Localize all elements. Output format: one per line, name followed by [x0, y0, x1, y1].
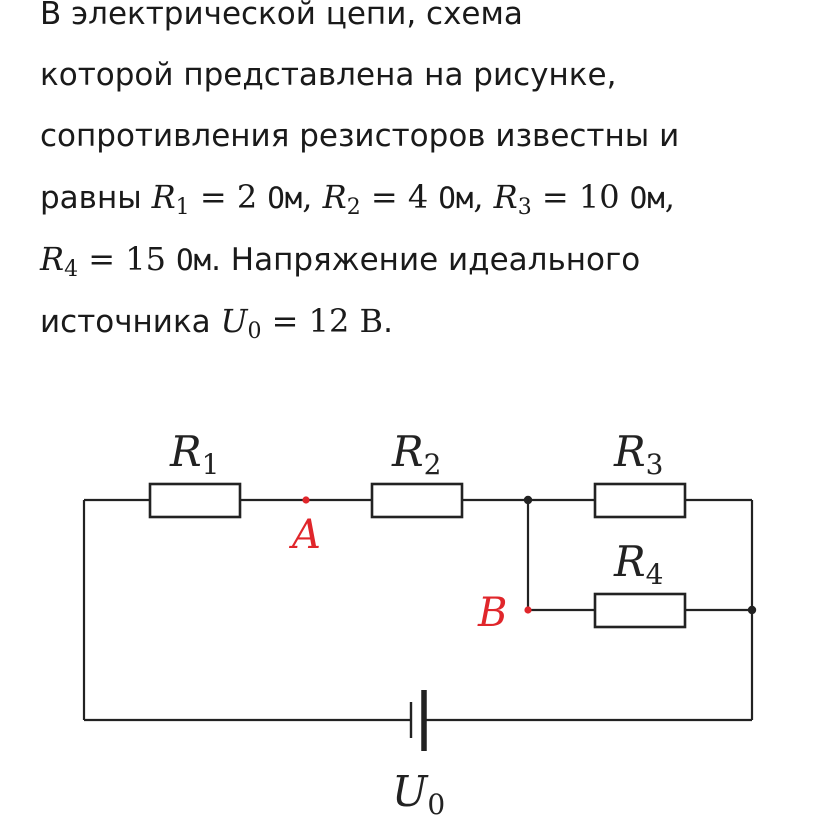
resistor-r2 — [370, 482, 464, 519]
problem-line-2: которой представлена на рисунке, — [40, 57, 617, 93]
label-point-a: A — [288, 512, 321, 558]
point-a-dot — [302, 496, 310, 504]
point-b-dot — [524, 606, 532, 614]
final-period: . — [383, 304, 393, 340]
label-r4: R4 — [613, 537, 663, 591]
label-r1: R1 — [169, 427, 219, 481]
r4-value: R4 = 15 Ом — [40, 240, 212, 282]
u0-value: U0 = 12 В — [220, 302, 384, 344]
label-r2: R2 — [391, 427, 441, 481]
r3-value: R3 = 10 Ом, — [493, 178, 675, 220]
resistor-r1 — [148, 482, 242, 519]
r1-value: R1 = 2 Ом, — [151, 178, 323, 220]
junction-node-right — [747, 605, 757, 615]
after-r4-text: . Напряжение идеального — [211, 242, 641, 278]
problem-line-6: источника U0 = 12 В. — [40, 291, 800, 353]
problem-line-4: равны R1 = 2 Ом, R2 = 4 Ом, R3 = 10 Ом, — [40, 167, 800, 229]
junction-node-top — [523, 495, 533, 505]
problem-line-3: сопротивления резисторов известны и — [40, 118, 680, 154]
r2-value: R2 = 4 Ом, — [322, 178, 494, 220]
problem-text: В электрической цепи, схема которой пред… — [40, 0, 800, 353]
resistor-r4 — [593, 592, 687, 629]
circuit-wires — [82, 498, 754, 722]
problem-line-1: В электрической цепи, схема — [40, 0, 523, 32]
line-6-prefix: источника — [40, 304, 211, 340]
battery-u0 — [409, 690, 427, 751]
line-4-prefix: равны — [40, 180, 142, 216]
problem-line-5: R4 = 15 Ом. Напряжение идеального — [40, 229, 800, 291]
label-u0: U0 — [392, 767, 445, 821]
resistor-r3 — [593, 482, 687, 519]
label-point-b: B — [477, 590, 507, 636]
label-r3: R3 — [613, 427, 663, 481]
